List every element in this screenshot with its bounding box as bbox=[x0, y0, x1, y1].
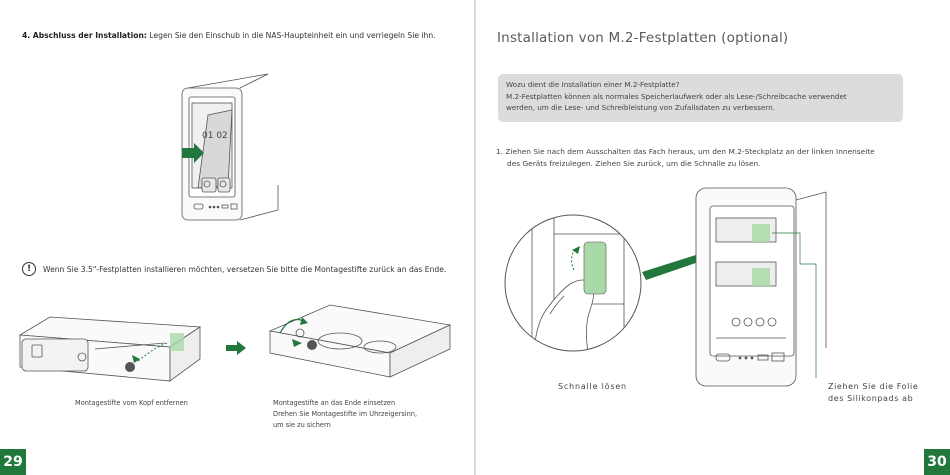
section-title: Installation von M.2-Festplatten (option… bbox=[497, 30, 789, 46]
buckle-detail-illustration bbox=[504, 214, 642, 352]
exclamation-icon: ! bbox=[22, 262, 36, 276]
page-number-29: 29 bbox=[0, 449, 26, 475]
step-1-line-1: 1. Ziehen Sie nach dem Ausschalten das F… bbox=[496, 147, 875, 156]
caption-insert-line-1: Montagestifte an das Ende einsetzen bbox=[273, 399, 396, 407]
info-box: Wozu dient die Installation einer M.2-Fe… bbox=[498, 74, 903, 122]
caption-release-buckle: Schnalle lösen bbox=[558, 382, 627, 391]
step-1: 1. Ziehen Sie nach dem Ausschalten das F… bbox=[496, 146, 936, 169]
caption-insert-line-3: um sie zu sichern bbox=[273, 421, 331, 429]
info-line-2: M.2-Festplatten können als normales Spei… bbox=[506, 91, 847, 101]
caption-insert-line-2: Drehen Sie Montagestifte im Uhrzeigersin… bbox=[273, 410, 418, 418]
caption-peel-film: Ziehen Sie die Folie des Silikonpads ab bbox=[828, 381, 918, 405]
page-number-30: 30 bbox=[924, 449, 950, 475]
step-4-heading: 4. Abschluss der Installation: Legen Sie… bbox=[22, 31, 462, 40]
caption-peel-line-1: Ziehen Sie die Folie bbox=[828, 382, 919, 391]
page-29: 4. Abschluss der Installation: Legen Sie… bbox=[0, 0, 474, 475]
insert-arrow-icon bbox=[182, 143, 204, 163]
tray-remove-pins-illustration bbox=[18, 316, 202, 382]
info-line-1: Wozu dient die Installation einer M.2-Fe… bbox=[506, 80, 680, 89]
page-gutter bbox=[474, 0, 476, 475]
bay-label: 01 02 bbox=[202, 131, 228, 141]
step-1-line-2: des Geräts freizulegen. Ziehen Sie zurüc… bbox=[507, 158, 761, 168]
page-30: Installation von M.2-Festplatten (option… bbox=[476, 0, 950, 475]
info-line-3: werden, um die Lese- und Schreibleistung… bbox=[506, 103, 775, 112]
nas-insert-illustration: 01 02 bbox=[181, 73, 279, 221]
right-arrow-icon bbox=[226, 340, 246, 355]
tray-insert-pins-illustration bbox=[268, 304, 452, 378]
note-text: Wenn Sie 3.5"-Festplatten installieren m… bbox=[43, 265, 447, 274]
nas-open-illustration bbox=[695, 187, 827, 387]
step-4-text: Legen Sie den Einschub in die NAS-Haupte… bbox=[146, 31, 436, 40]
caption-remove-pins: Montagestifte vom Kopf entfernen bbox=[75, 399, 188, 407]
caption-peel-line-2: des Silikonpads ab bbox=[828, 394, 914, 403]
step-4-label: 4. Abschluss der Installation: bbox=[22, 31, 147, 40]
caption-insert-pins: Montagestifte an das Ende einsetzen Dreh… bbox=[273, 398, 417, 431]
